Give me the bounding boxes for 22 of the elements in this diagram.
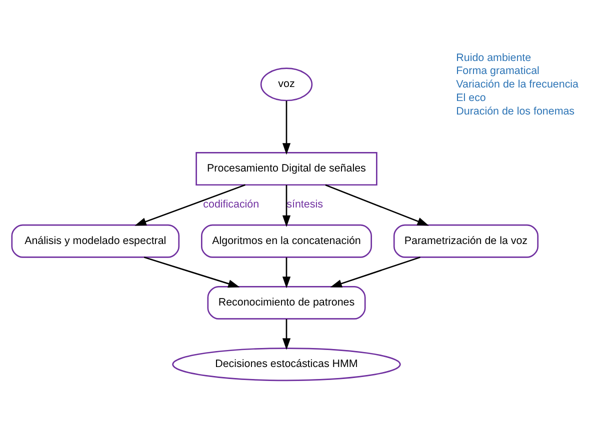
node-box: Reconocimiento de patrones (207, 286, 366, 320)
arrow (282, 257, 291, 288)
arrow (282, 319, 291, 350)
arrow (134, 184, 246, 226)
edge-label: síntesis (286, 198, 323, 211)
label: Duración de los fonemas (456, 105, 575, 118)
arrow (282, 185, 291, 227)
arrow (144, 256, 240, 288)
node-box: Procesamiento Digital de señales (196, 152, 378, 186)
arrow (325, 184, 429, 226)
arrow (330, 256, 420, 288)
arrow (282, 100, 291, 155)
label: Variación de la frecuencia (456, 78, 579, 91)
node-box: Algoritmos en la concatenación (201, 224, 372, 258)
label: Ruido ambiente (456, 52, 532, 64)
node-box: Parametrización de la voz (393, 224, 539, 258)
edge-label: codificación (203, 198, 260, 211)
node-ellipse: Decisiones estocásticas HMM (172, 348, 401, 382)
node-ellipse: voz (260, 68, 313, 102)
label: Forma gramatical (456, 65, 540, 78)
node-box: Análisis y modelado espectral (11, 224, 180, 258)
label: El eco (456, 92, 486, 104)
